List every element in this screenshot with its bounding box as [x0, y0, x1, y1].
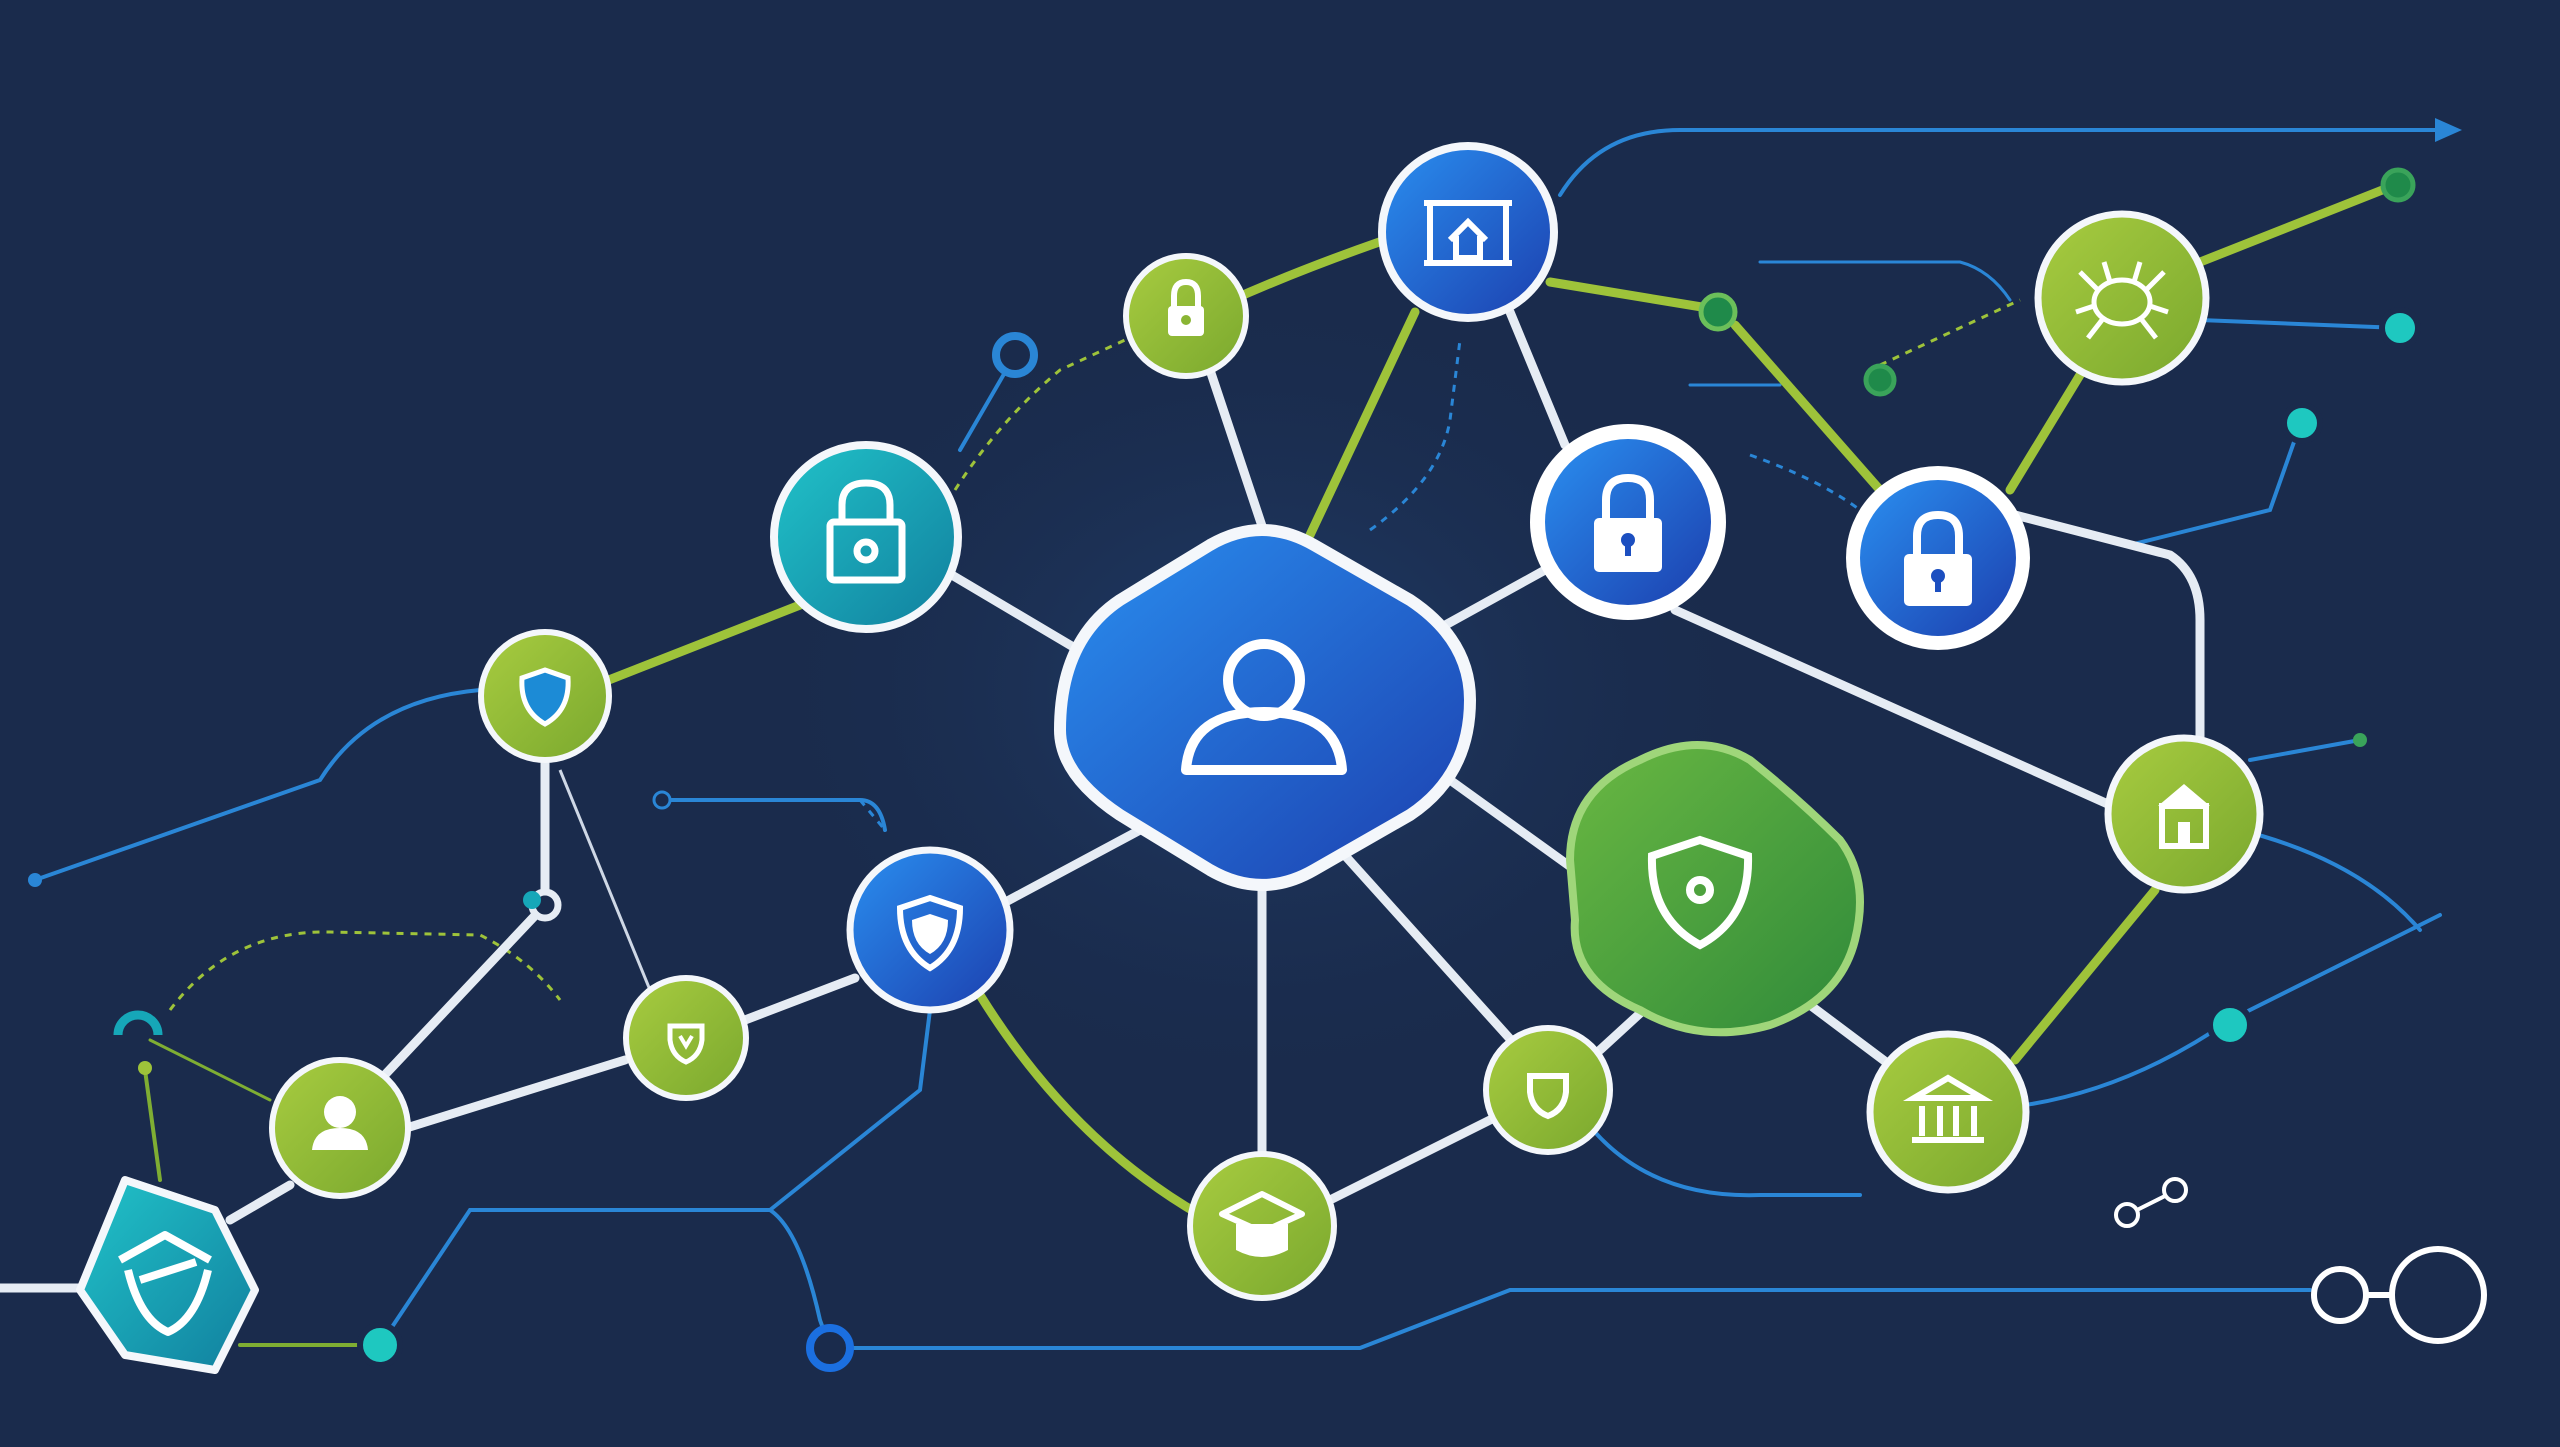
- dot-right-small: [2353, 733, 2367, 747]
- node-house[interactable]: [2104, 734, 2264, 894]
- trace-top-right: [2198, 318, 2402, 330]
- node-user-small[interactable]: [269, 1057, 411, 1199]
- dot-cyan-2: [2281, 402, 2323, 444]
- node-right-lock-a[interactable]: [1530, 424, 1726, 620]
- node-cap[interactable]: [1187, 1151, 1337, 1301]
- node-small-lock[interactable]: [1123, 253, 1249, 379]
- link-shieldsmall-usersmall: [395, 1055, 630, 1135]
- dot-blue-bottom: [806, 1324, 854, 1372]
- white-links: [0, 307, 2205, 1293]
- node-big-shield[interactable]: [1565, 741, 1864, 1037]
- trace-right-c: [2248, 738, 2362, 762]
- node-bug[interactable]: [2034, 210, 2210, 386]
- arrow-head: [2435, 118, 2462, 142]
- dot-lime-2: [1863, 363, 1897, 397]
- lime-link-4: [1545, 277, 1725, 315]
- shield-icon: [667, 1023, 705, 1065]
- link-hub-bigshield: [1445, 775, 1580, 875]
- link-usersmall-homeshield: [225, 1180, 295, 1225]
- dot-cyan-4: [357, 1322, 403, 1368]
- bank-icon: [1902, 1074, 1994, 1143]
- home-frame-icon: [1424, 200, 1512, 266]
- dot-lime-1: [1698, 292, 1738, 332]
- trace-bottom-a: [378, 1208, 832, 1350]
- shield-icon: [1647, 835, 1753, 950]
- link-hub-teallock: [930, 560, 1080, 653]
- node-right-lock-b[interactable]: [1846, 466, 2030, 650]
- node-shield-small[interactable]: [623, 975, 749, 1101]
- dashed-trace-3: [1369, 339, 1462, 532]
- lime-link-6: [2005, 370, 2085, 495]
- bug-icon: [2075, 261, 2169, 340]
- dashed-trace-6: [858, 799, 887, 831]
- shield-icon: [519, 667, 571, 727]
- link-hub-shieldbottom: [1335, 845, 1525, 1055]
- link-hub-lock: [1435, 565, 1550, 633]
- node-bank[interactable]: [1866, 1030, 2030, 1194]
- dot-mid-left: [652, 790, 672, 810]
- trace-upper-right: [2128, 423, 2302, 547]
- lock-icon: [826, 479, 906, 584]
- thin-link: [558, 769, 652, 991]
- lime-link-7: [2175, 180, 2400, 275]
- link-hub-smalllock: [1205, 365, 1270, 540]
- link-home-lock: [1505, 307, 1570, 450]
- link-cap-shieldbottom: [1325, 1110, 1505, 1205]
- link-shieldmid-shieldsmall: [740, 973, 860, 1025]
- trace-left-green-2: [143, 1068, 162, 1182]
- dot-teal-hook: [113, 1010, 163, 1036]
- trace-top-arrow: [1558, 128, 2452, 197]
- node-user-hub[interactable]: [1053, 524, 1477, 891]
- lime-link-5: [1730, 320, 1885, 495]
- dashed-traces: [168, 298, 2021, 1011]
- dashed-trace-4: [1749, 453, 1861, 512]
- user-icon: [1181, 639, 1347, 775]
- node-teal-lock[interactable]: [770, 441, 962, 633]
- node-shield-mid[interactable]: [846, 846, 1014, 1014]
- link-chain-icon: [2114, 1177, 2487, 1344]
- user-icon: [312, 1096, 368, 1150]
- node-shield-bottom[interactable]: [1483, 1025, 1613, 1155]
- house-icon: [2158, 784, 2210, 849]
- home-shield-icon: [118, 1231, 212, 1336]
- link-lock-house: [1670, 605, 2115, 810]
- dot-left-end: [28, 873, 42, 887]
- trace-mid-down: [768, 1008, 932, 1212]
- dashed-trace-1: [953, 338, 1126, 491]
- graduation-cap-icon: [1219, 1191, 1305, 1257]
- dashed-trace-2: [1879, 298, 2021, 367]
- dot-cyan-3: [2207, 1002, 2253, 1048]
- shield-icon: [896, 894, 964, 972]
- dashed-trace-5: [168, 930, 562, 1011]
- link-hub-shieldmid: [995, 825, 1145, 910]
- trace-thin-1: [1758, 260, 2012, 302]
- trace-right-a: [1958, 913, 2442, 1112]
- dot-cyan-1: [2379, 307, 2421, 349]
- dot-junction-teal: [523, 891, 541, 909]
- lime-link-3: [1305, 307, 1420, 540]
- lime-link-8: [975, 990, 1205, 1220]
- lime-link-9: [2010, 885, 2160, 1065]
- link-junction-usersmall: [375, 900, 550, 1085]
- dot-top-right: [2380, 167, 2416, 203]
- connector-dots: [28, 118, 2462, 1372]
- link-lock-right: [2010, 510, 2205, 755]
- trace-bottom-b: [828, 1288, 2312, 1350]
- dot-top-left-pin: [992, 332, 1038, 378]
- node-home-shield[interactable]: [76, 1176, 259, 1374]
- dot-green-left: [138, 1061, 152, 1075]
- trace-left-green: [148, 1038, 272, 1102]
- lock-icon: [1168, 278, 1204, 336]
- lock-icon: [1594, 473, 1662, 572]
- shield-icon: [1527, 1073, 1569, 1120]
- trace-right-b: [2238, 828, 2422, 932]
- trace-left-long: [33, 688, 482, 882]
- node-home-frame[interactable]: [1378, 142, 1558, 322]
- lock-icon: [1904, 510, 1972, 606]
- node-shield-left[interactable]: [478, 629, 612, 763]
